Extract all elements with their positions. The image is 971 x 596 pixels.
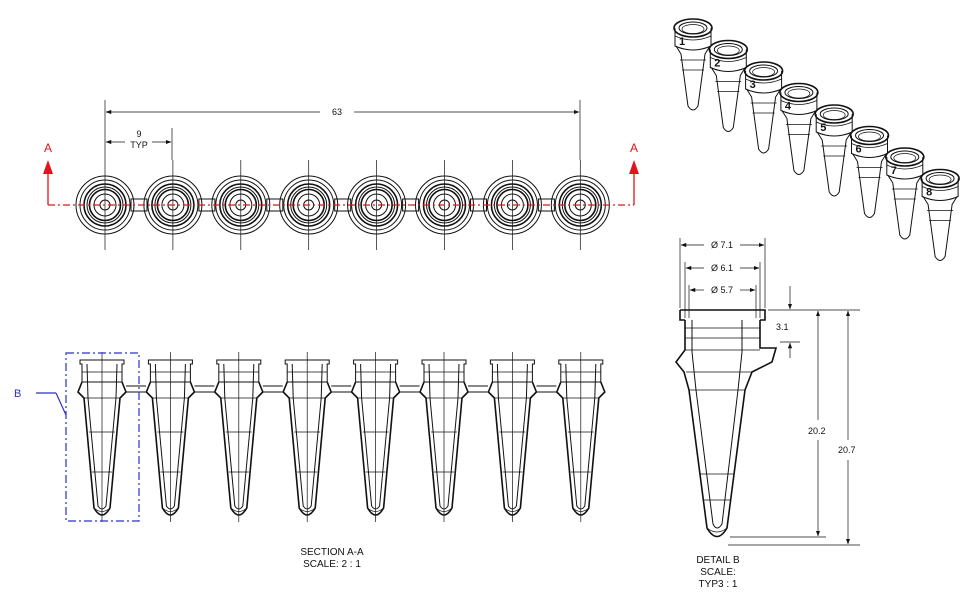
tube-section-6 [419,352,488,522]
section-title: SECTION A-A [300,547,364,558]
detail-b-callout: B [14,352,140,522]
tube-section-2 [145,352,215,522]
detail-callout-letter: B [14,388,21,400]
section-scale: SCALE: 2 : 1 [303,559,361,570]
iso-tube-5: 5 [814,104,855,197]
section-mark-right: A [630,141,638,155]
tube-section-8 [555,352,606,522]
iso-tube-number: 7 [891,165,897,177]
rim-height-label: 3.1 [776,322,789,332]
dimension-pitch: 9 TYP [105,128,173,160]
dia-outer-label: Ø 7.1 [711,240,733,250]
iso-tube-number: 3 [750,79,756,91]
iso-tube-1: 1 [673,18,713,111]
section-view: B SECTION A-A SCALE: 2 : 1 [14,352,606,570]
tube-section-7 [487,352,557,522]
isometric-view: 1 2 3 4 5 6 7 8 [673,18,960,261]
dimension-overall: 63 [104,100,581,160]
iso-tube-number: 4 [785,101,792,113]
detail-b-view: Ø 7.1 Ø 6.1 Ø 5.7 3.1 20.2 20.7 DETAIL B [674,238,860,590]
inner-height-label: 20.2 [808,426,826,436]
tube-section-3 [213,352,283,522]
top-view: 63 9 TYP A A [43,100,639,250]
tube-section-1 [77,352,146,522]
iso-tube-number: 5 [820,122,826,134]
pitch-dimension-label: 9 [136,129,141,139]
iso-tube-number: 1 [679,36,685,48]
iso-tube-2: 2 [708,39,749,132]
pitch-note-label: TYP [130,140,148,150]
iso-tube-4: 4 [779,82,819,175]
iso-tube-number: 8 [926,187,932,199]
detail-scale-line2: TYP3 : 1 [699,579,738,590]
detail-title: DETAIL B [696,555,740,566]
dia-inner-label: Ø 5.7 [711,285,733,295]
iso-tube-3: 3 [743,61,784,154]
dia-mid-label: Ø 6.1 [711,263,733,273]
iso-tube-7: 7 [884,147,925,240]
overall-dimension-label: 63 [332,107,342,117]
detail-scale-line1: SCALE: [700,567,736,578]
detail-diameter-dims: Ø 7.1 Ø 6.1 Ø 5.7 [679,238,766,318]
bridge-3 [266,198,284,212]
iso-tube-number: 2 [714,58,720,70]
detail-height-dims: 3.1 20.2 20.7 [728,286,860,546]
tube-section-4 [282,352,352,522]
iso-tube-number: 6 [856,144,862,156]
section-mark-left: A [44,141,52,155]
iso-tube-8: 8 [920,168,960,261]
detail-tube [674,309,778,538]
iso-tube-6: 6 [849,125,890,218]
section-line: A A [43,141,639,206]
section-tubes [77,352,606,522]
tube-top-8 [550,160,610,250]
bridge-1 [130,198,148,212]
tube-section-5 [350,352,420,522]
total-height-label: 20.7 [838,445,856,455]
